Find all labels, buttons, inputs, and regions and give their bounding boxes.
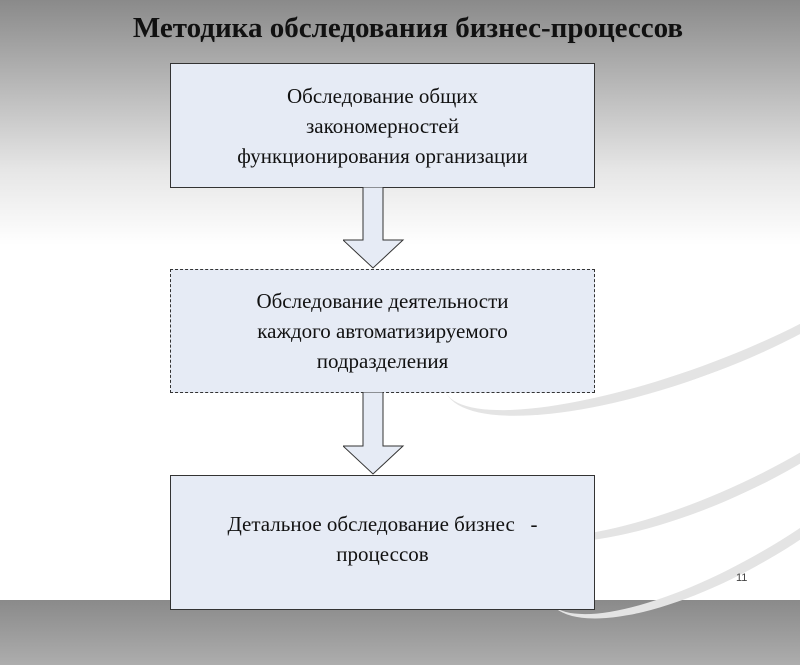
step-1-line: Обследование общих: [287, 83, 478, 108]
slide-title: Методика обследования бизнес-процессов: [132, 12, 684, 44]
step-3-line: процессов: [336, 542, 429, 566]
step-2-line: Обследование деятельности: [256, 289, 509, 313]
step-box-1: Обследование общих закономерностей функцио…: [170, 63, 595, 188]
page-number: 11: [736, 572, 748, 584]
down-arrow-icon: [343, 187, 405, 269]
step-1-line: функционирования организации: [237, 143, 528, 168]
step-2-line: каждого автоматизируемого: [257, 319, 508, 343]
down-arrow-icon: [343, 392, 405, 475]
step-1-line: закономерностей: [305, 113, 459, 138]
step-box-3: Детальное обследование бизнес - процессов: [170, 475, 595, 610]
step-3-line: Детальное обследование бизнес -: [227, 512, 538, 536]
step-box-2: Обследование деятельности каждого автомат…: [170, 269, 595, 393]
step-2-line: подразделения: [316, 349, 449, 373]
